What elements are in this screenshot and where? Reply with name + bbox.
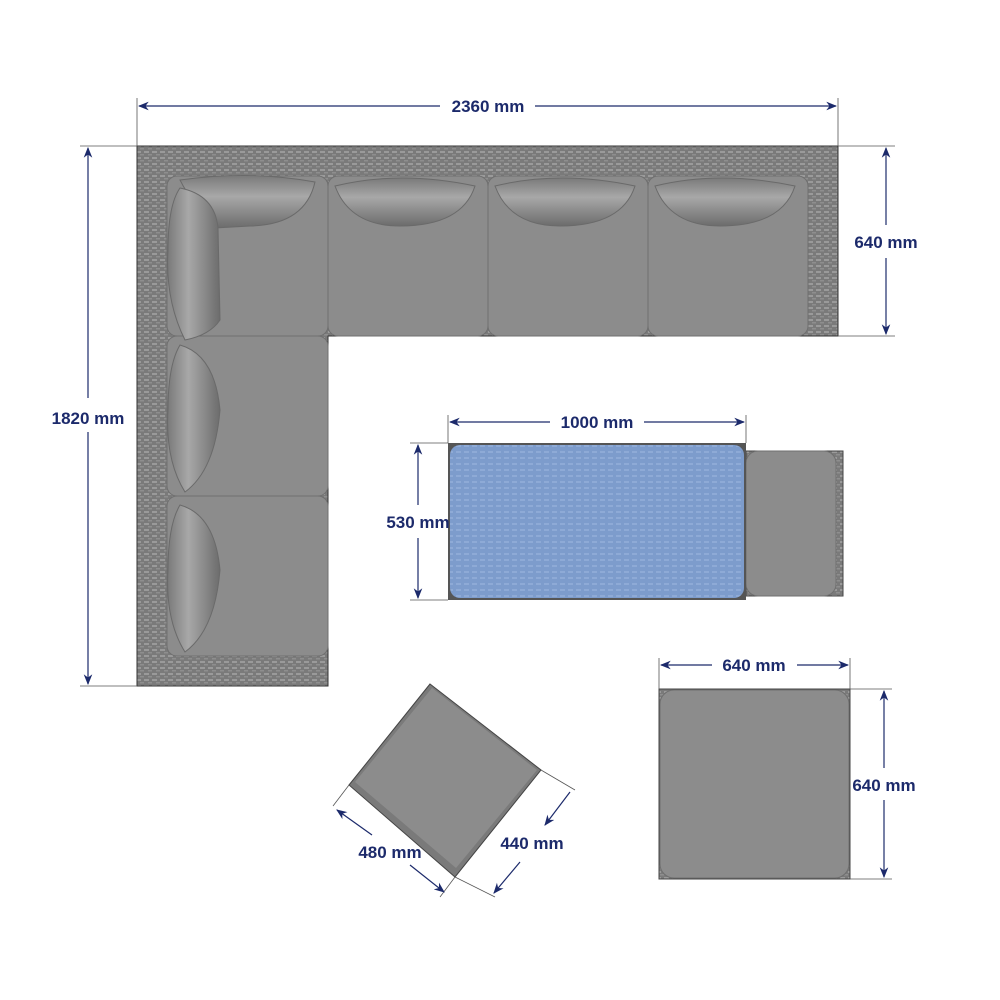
corner-sofa bbox=[136, 145, 839, 687]
side-ottoman bbox=[745, 450, 844, 597]
sofa-width-label: 2360 mm bbox=[452, 97, 525, 116]
coffee-table bbox=[448, 443, 746, 600]
pillow bbox=[654, 177, 796, 227]
pillow bbox=[167, 187, 221, 341]
footstool bbox=[658, 688, 851, 880]
back-pillows bbox=[167, 174, 796, 653]
sofa-depth-label: 640 mm bbox=[854, 233, 917, 252]
footstool-depth-label: 640 mm bbox=[852, 776, 915, 795]
pillow bbox=[167, 504, 221, 653]
pillow bbox=[334, 177, 476, 227]
table-width-label: 1000 mm bbox=[561, 413, 634, 432]
table-glass-top bbox=[450, 445, 744, 598]
ottoman-cushion bbox=[745, 450, 837, 597]
pillow bbox=[494, 177, 636, 227]
footstool-width-label: 640 mm bbox=[722, 656, 785, 675]
pillow bbox=[167, 344, 221, 493]
dimension-lines: 2360 mm 640 mm 1820 mm 1000 mm 530 mm 64… bbox=[52, 97, 918, 898]
footstool-cushion bbox=[659, 689, 850, 879]
stool-depth-label: 440 mm bbox=[500, 834, 563, 853]
stool-width-label: 480 mm bbox=[358, 843, 421, 862]
stool-cushion bbox=[355, 688, 537, 868]
sofa-length-label: 1820 mm bbox=[52, 409, 125, 428]
table-depth-label: 530 mm bbox=[386, 513, 449, 532]
